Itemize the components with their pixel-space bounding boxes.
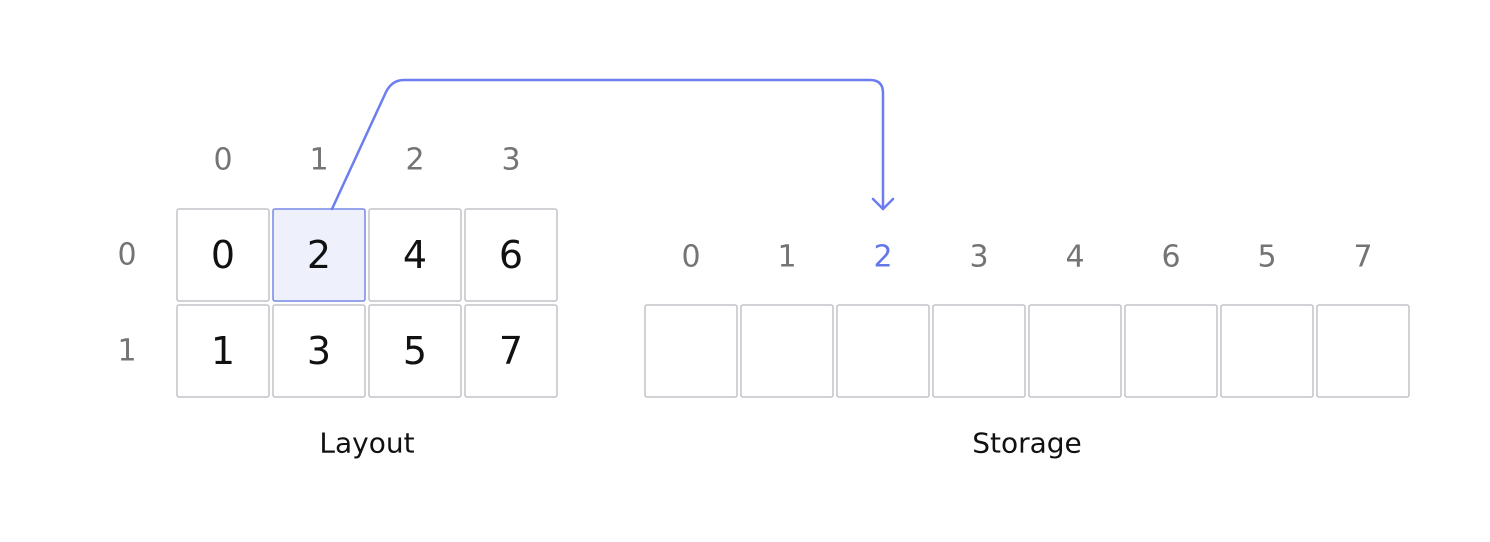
- layout-cell: [368, 304, 462, 398]
- layout-cell: [464, 304, 558, 398]
- layout-row-index: 0: [117, 238, 136, 273]
- storage-index: 4: [1065, 240, 1084, 275]
- layout-cell: [464, 208, 558, 302]
- storage-cell: [1220, 304, 1314, 398]
- layout-col-index: 1: [309, 143, 328, 178]
- layout-row-index: 1: [117, 334, 136, 369]
- storage-cell: [932, 304, 1026, 398]
- storage-index-highlighted: 2: [873, 240, 892, 275]
- layout-cell: [176, 304, 270, 398]
- mapping-arrowhead: [871, 197, 895, 211]
- layout-grid: 0 1 2 3 0 1 0 2 4 6 1 3 5 7: [117, 143, 558, 398]
- storage-cell: [644, 304, 738, 398]
- layout-col-index: 0: [213, 143, 232, 178]
- storage-index: 3: [969, 240, 988, 275]
- layout-caption: Layout: [319, 427, 414, 460]
- layout-col-index: 3: [501, 143, 520, 178]
- layout-cell-value: 4: [403, 233, 427, 277]
- layout-cell-value: 2: [307, 233, 331, 277]
- layout-cell-value: 6: [499, 233, 523, 277]
- storage-caption: Storage: [972, 427, 1082, 460]
- storage-index: 6: [1161, 240, 1180, 275]
- layout-cell-highlighted: [272, 208, 366, 302]
- mapping-arrow: [330, 78, 885, 211]
- storage-cell: [1028, 304, 1122, 398]
- storage-cell: [1316, 304, 1410, 398]
- storage-cell: [740, 304, 834, 398]
- layout-cell: [176, 208, 270, 302]
- layout-cell-value: 7: [499, 329, 523, 373]
- storage-cell: [1124, 304, 1218, 398]
- layout-cell-value: 0: [211, 233, 235, 277]
- layout-cell-value: 5: [403, 329, 427, 373]
- storage-index: 1: [777, 240, 796, 275]
- storage-array: 0 1 2 3 4 6 5 7: [644, 240, 1410, 398]
- storage-index: 5: [1257, 240, 1276, 275]
- layout-cell-value: 3: [307, 329, 331, 373]
- layout-col-index: 2: [405, 143, 424, 178]
- storage-index: 0: [681, 240, 700, 275]
- layout-cell: [368, 208, 462, 302]
- layout-cell-value: 1: [211, 329, 235, 373]
- storage-index: 7: [1353, 240, 1372, 275]
- layout-cell: [272, 304, 366, 398]
- storage-cell: [836, 304, 930, 398]
